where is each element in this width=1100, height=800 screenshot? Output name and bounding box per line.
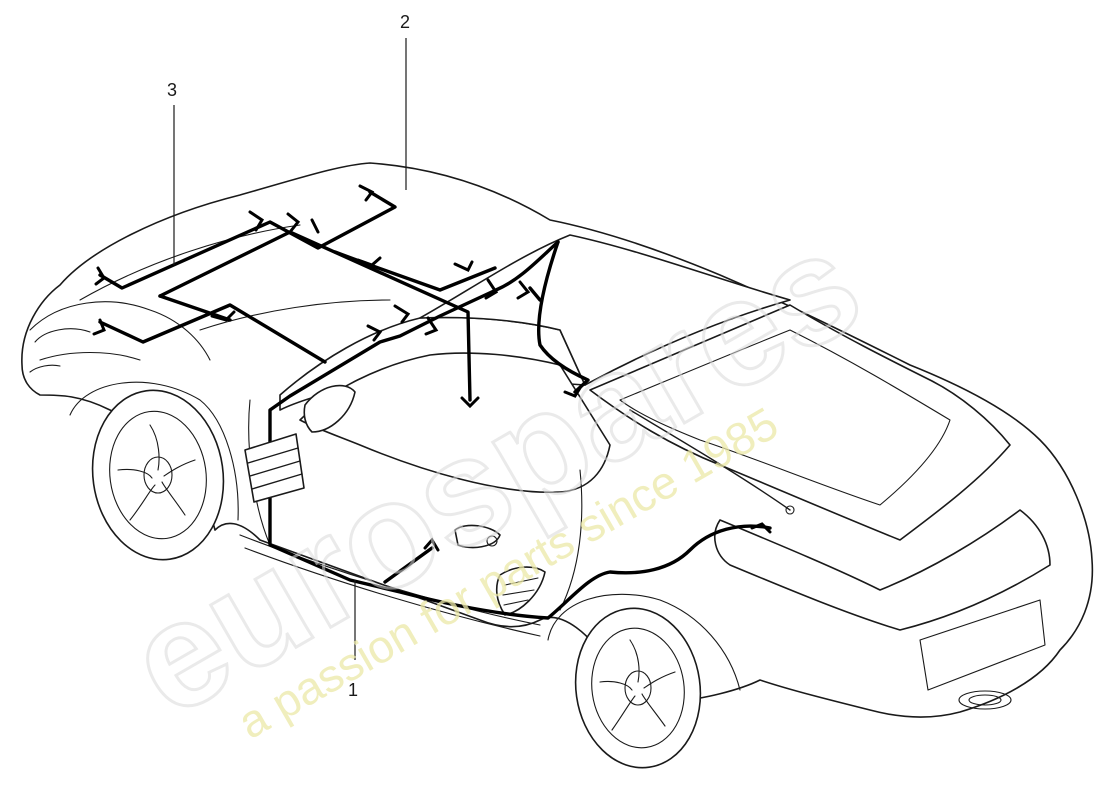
- front-wheel-arch: [69, 381, 239, 521]
- wiring-harness-main: [268, 240, 772, 620]
- rear-wheel-arch: [547, 593, 741, 691]
- harness-connectors: [92, 184, 772, 552]
- callout-3: 3: [167, 80, 177, 265]
- rear-window-inner: [619, 329, 951, 506]
- door-handle: [454, 524, 501, 549]
- wiring-harness-front: [98, 190, 497, 402]
- front-bumper: [29, 301, 211, 361]
- front-wheel: [91, 389, 225, 561]
- callout-1: 1: [348, 580, 358, 700]
- door-lock: [486, 535, 498, 547]
- fuse-box: [244, 433, 305, 503]
- front-intake: [29, 328, 91, 373]
- callout-1-label: 1: [348, 680, 358, 700]
- wiper-pivot: [785, 505, 795, 515]
- hood-line: [79, 224, 391, 331]
- side-window: [299, 352, 611, 494]
- rear-wheel: [574, 607, 702, 769]
- exhaust-pipe: [958, 690, 1012, 710]
- exhaust-pipe-inner: [968, 694, 1002, 706]
- callout-2-label: 2: [400, 12, 410, 32]
- callout-3-label: 3: [167, 80, 177, 100]
- side-intake-slats: [502, 577, 539, 606]
- car-body: [21, 162, 1094, 718]
- callout-2: 2: [400, 12, 410, 190]
- rear-wiper: [629, 409, 791, 511]
- rear-lid: [714, 509, 1051, 631]
- license-plate: [919, 599, 1046, 691]
- side-mirror: [303, 384, 356, 433]
